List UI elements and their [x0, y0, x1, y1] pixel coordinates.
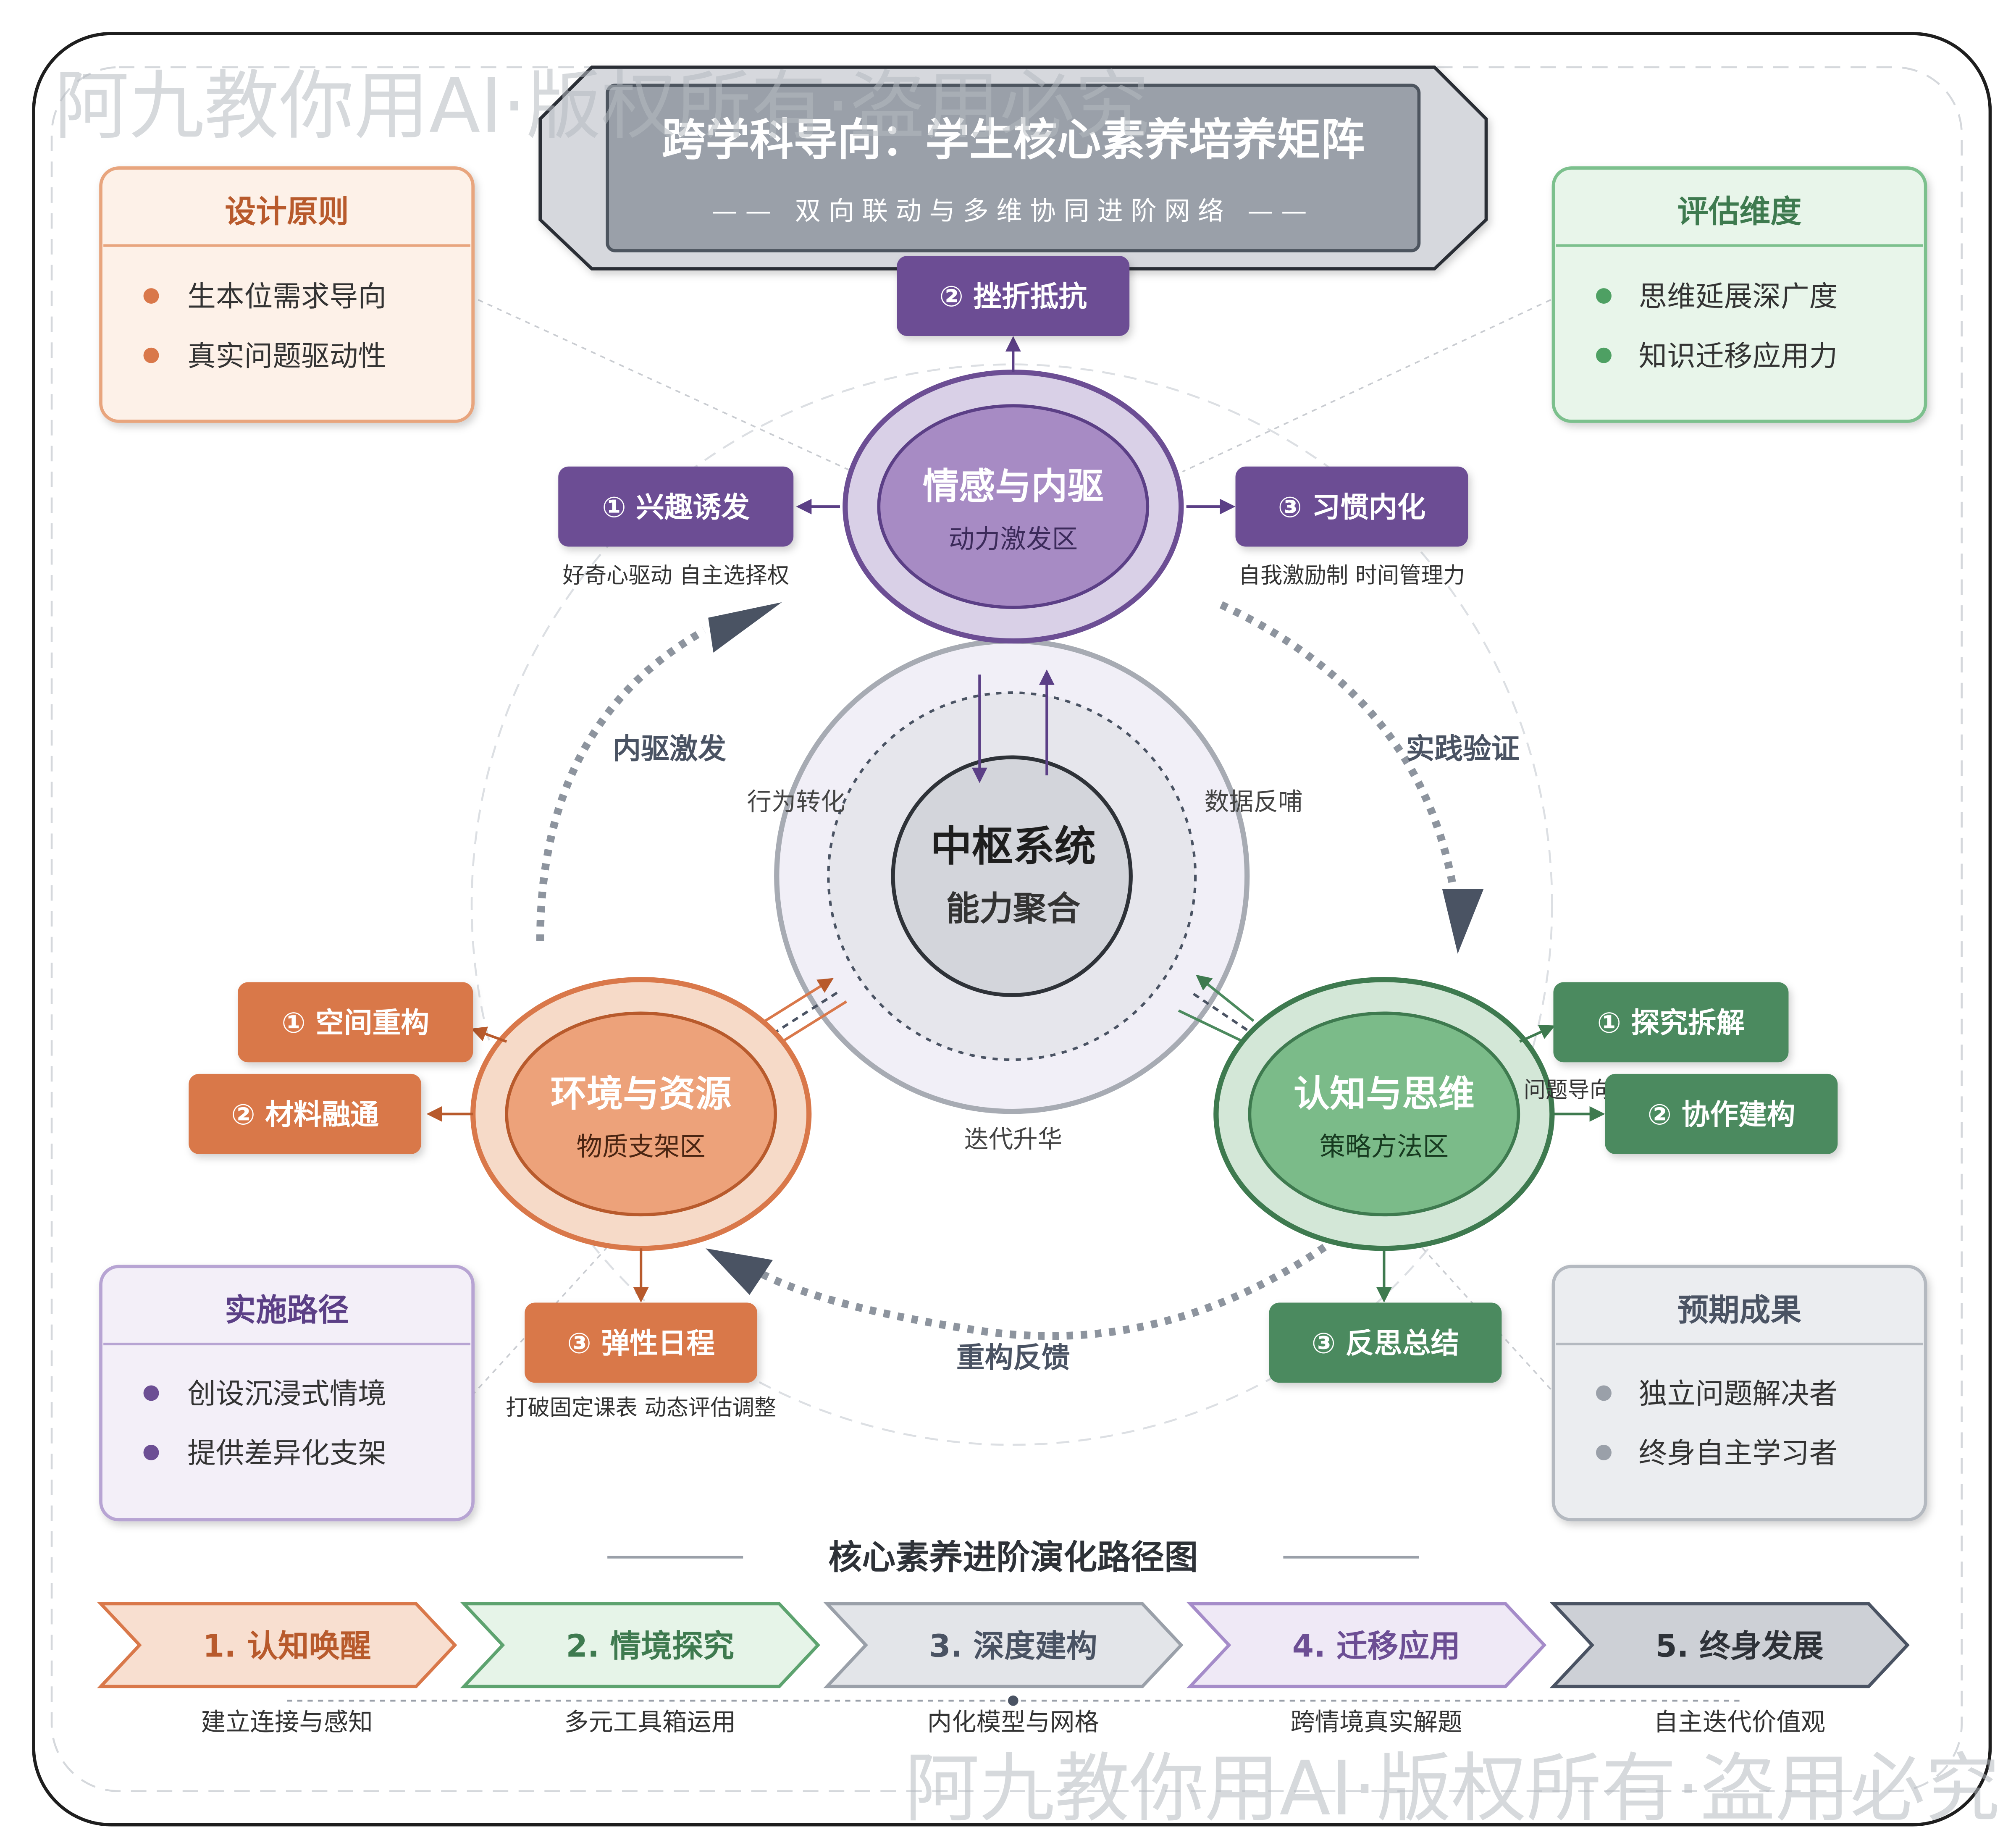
hub-links — [764, 974, 1255, 1045]
tag-space-label: ① 空间重构 — [281, 1006, 429, 1039]
stage-3-label: 3. 深度建构 — [929, 1628, 1097, 1664]
panel-implementation: 实施路径 创设沉浸式情境 提供差异化支架 — [99, 1265, 475, 1522]
cycle-arrowhead — [1442, 889, 1484, 954]
panel-implementation-item: 提供差异化支架 — [187, 1436, 386, 1470]
panel-outcomes: 预期成果 独立问题解决者 终身自主学习者 — [1551, 1265, 1927, 1522]
stage-4-label: 4. 迁移应用 — [1292, 1628, 1460, 1664]
bullet-icon — [1596, 1385, 1612, 1401]
tag-habit-label: ③ 习惯内化 — [1278, 491, 1426, 524]
panel-design-title: 设计原则 — [225, 194, 349, 230]
tag-frustration-label: ② 挫折抵抗 — [939, 280, 1087, 313]
tag-interest-label: ① 兴趣诱发 — [602, 491, 750, 524]
note-emotion-left: 好奇心驱动 自主选择权 — [562, 563, 789, 588]
cycle-label-left: 内驱激发 — [612, 732, 726, 765]
note-environment: 打破固定课表 动态评估调整 — [506, 1395, 776, 1420]
panel-outcomes-title: 预期成果 — [1677, 1292, 1801, 1328]
panel-implementation-item: 创设沉浸式情境 — [187, 1377, 386, 1410]
stage-3-caption: 内化模型与网格 — [927, 1708, 1099, 1736]
roadmap: 核心素养进阶演化路径图 1. 认知唤醒 2. 情境探究 3. 深度建构 4. 迁… — [97, 1538, 1910, 1736]
node-emotion-title: 情感与内驱 — [923, 466, 1104, 508]
stage-2[interactable] — [460, 1602, 820, 1688]
stage-2-label: 2. 情境探究 — [566, 1628, 734, 1664]
panel-design-item: 生本位需求导向 — [187, 280, 386, 313]
stage-1[interactable] — [97, 1602, 457, 1688]
stage-4-caption: 跨情境真实解题 — [1290, 1708, 1462, 1736]
node-cognition — [1213, 977, 1555, 1251]
cycle-arrows — [536, 601, 1458, 1340]
tag-schedule-label: ③ 弹性日程 — [567, 1327, 715, 1360]
tag-schedule[interactable] — [525, 1302, 758, 1383]
bullet-icon — [143, 1445, 159, 1460]
tag-reflect[interactable] — [1269, 1302, 1502, 1383]
tag-space[interactable] — [238, 982, 473, 1063]
tag-explore[interactable] — [1553, 982, 1789, 1063]
bullet-icon — [143, 288, 159, 304]
cycle-label-bottom: 重构反馈 — [956, 1341, 1070, 1374]
node-cognition-subtitle: 策略方法区 — [1320, 1131, 1449, 1162]
node-environment-title: 环境与资源 — [551, 1073, 732, 1115]
center-title: 中枢系统 — [930, 823, 1096, 871]
tag-materials[interactable] — [189, 1074, 422, 1154]
node-emotion-subtitle: 动力激发区 — [949, 524, 1078, 554]
tag-habit[interactable] — [1235, 466, 1468, 547]
page-subtitle: —— 双向联动与多维协同进阶网络 —— — [711, 196, 1315, 226]
bullet-icon — [1596, 347, 1612, 363]
cycle-label-right: 实践验证 — [1406, 732, 1520, 765]
stage-5[interactable] — [1549, 1602, 1910, 1688]
panel-outcomes-item: 终身自主学习者 — [1639, 1436, 1838, 1470]
tag-collaborate-label: ② 协作建构 — [1648, 1098, 1796, 1131]
bullet-icon — [1596, 288, 1612, 304]
center-label-left: 行为转化 — [747, 788, 845, 816]
tag-interest[interactable] — [558, 466, 794, 547]
tag-materials-label: ② 材料融通 — [231, 1098, 379, 1131]
node-environment-subtitle: 物质支架区 — [576, 1131, 706, 1162]
stage-1-label: 1. 认知唤醒 — [203, 1628, 371, 1664]
header — [538, 66, 1488, 270]
roadmap-title: 核心素养进阶演化路径图 — [828, 1538, 1198, 1577]
watermark-bottom: 阿九教你用AI·版权所有·盗用必究 — [905, 1745, 2000, 1832]
center-label-bottom: 迭代升华 — [964, 1125, 1062, 1153]
watermark-top: 阿九教你用AI·版权所有·盗用必究 — [54, 63, 1150, 150]
center-label-right: 数据反哺 — [1205, 788, 1303, 816]
tag-frustration[interactable] — [897, 256, 1130, 336]
panel-evaluation-item: 思维延展深广度 — [1639, 280, 1838, 313]
panel-outcomes-item: 独立问题解决者 — [1639, 1377, 1838, 1410]
orbit-ring — [470, 363, 1553, 1446]
tag-reflect-label: ③ 反思总结 — [1312, 1327, 1460, 1360]
tag-collaborate[interactable] — [1605, 1074, 1838, 1154]
stage-1-caption: 建立连接与感知 — [201, 1708, 373, 1736]
panel-evaluation: 评估维度 思维延展深广度 知识迁移应用力 — [1551, 166, 1927, 423]
center-subtitle: 能力聚合 — [946, 889, 1080, 928]
stage-5-caption: 自主迭代价值观 — [1654, 1708, 1825, 1736]
center-hub — [774, 638, 1250, 1114]
stage-4[interactable] — [1186, 1602, 1547, 1688]
stage-5-label: 5. 终身发展 — [1655, 1628, 1824, 1664]
stage-3[interactable] — [823, 1602, 1184, 1688]
panel-implementation-title: 实施路径 — [225, 1292, 349, 1328]
node-emotion — [843, 370, 1184, 644]
stage-2-caption: 多元工具箱运用 — [564, 1708, 736, 1736]
panel-evaluation-title: 评估维度 — [1677, 194, 1801, 230]
tag-explore-label: ① 探究拆解 — [1597, 1006, 1745, 1039]
panel-design-item: 真实问题驱动性 — [187, 339, 386, 373]
bullet-icon — [1596, 1445, 1612, 1460]
page-title: 跨学科导向：学生核心素养培养矩阵 — [662, 114, 1365, 165]
cycle-arrowhead — [706, 1248, 773, 1295]
bullet-icon — [143, 347, 159, 363]
cycle-arrowhead — [708, 602, 782, 653]
header-inner — [606, 84, 1421, 252]
panel-design: 设计原则 生本位需求导向 真实问题驱动性 — [99, 166, 475, 423]
node-cognition-title: 认知与思维 — [1294, 1073, 1475, 1115]
note-cognition: 问题导向 — [1524, 1077, 1612, 1102]
panel-evaluation-item: 知识迁移应用力 — [1639, 339, 1838, 373]
bullet-icon — [143, 1385, 159, 1401]
note-emotion-right: 自我激励制 时间管理力 — [1239, 563, 1465, 588]
node-environment — [470, 977, 812, 1251]
